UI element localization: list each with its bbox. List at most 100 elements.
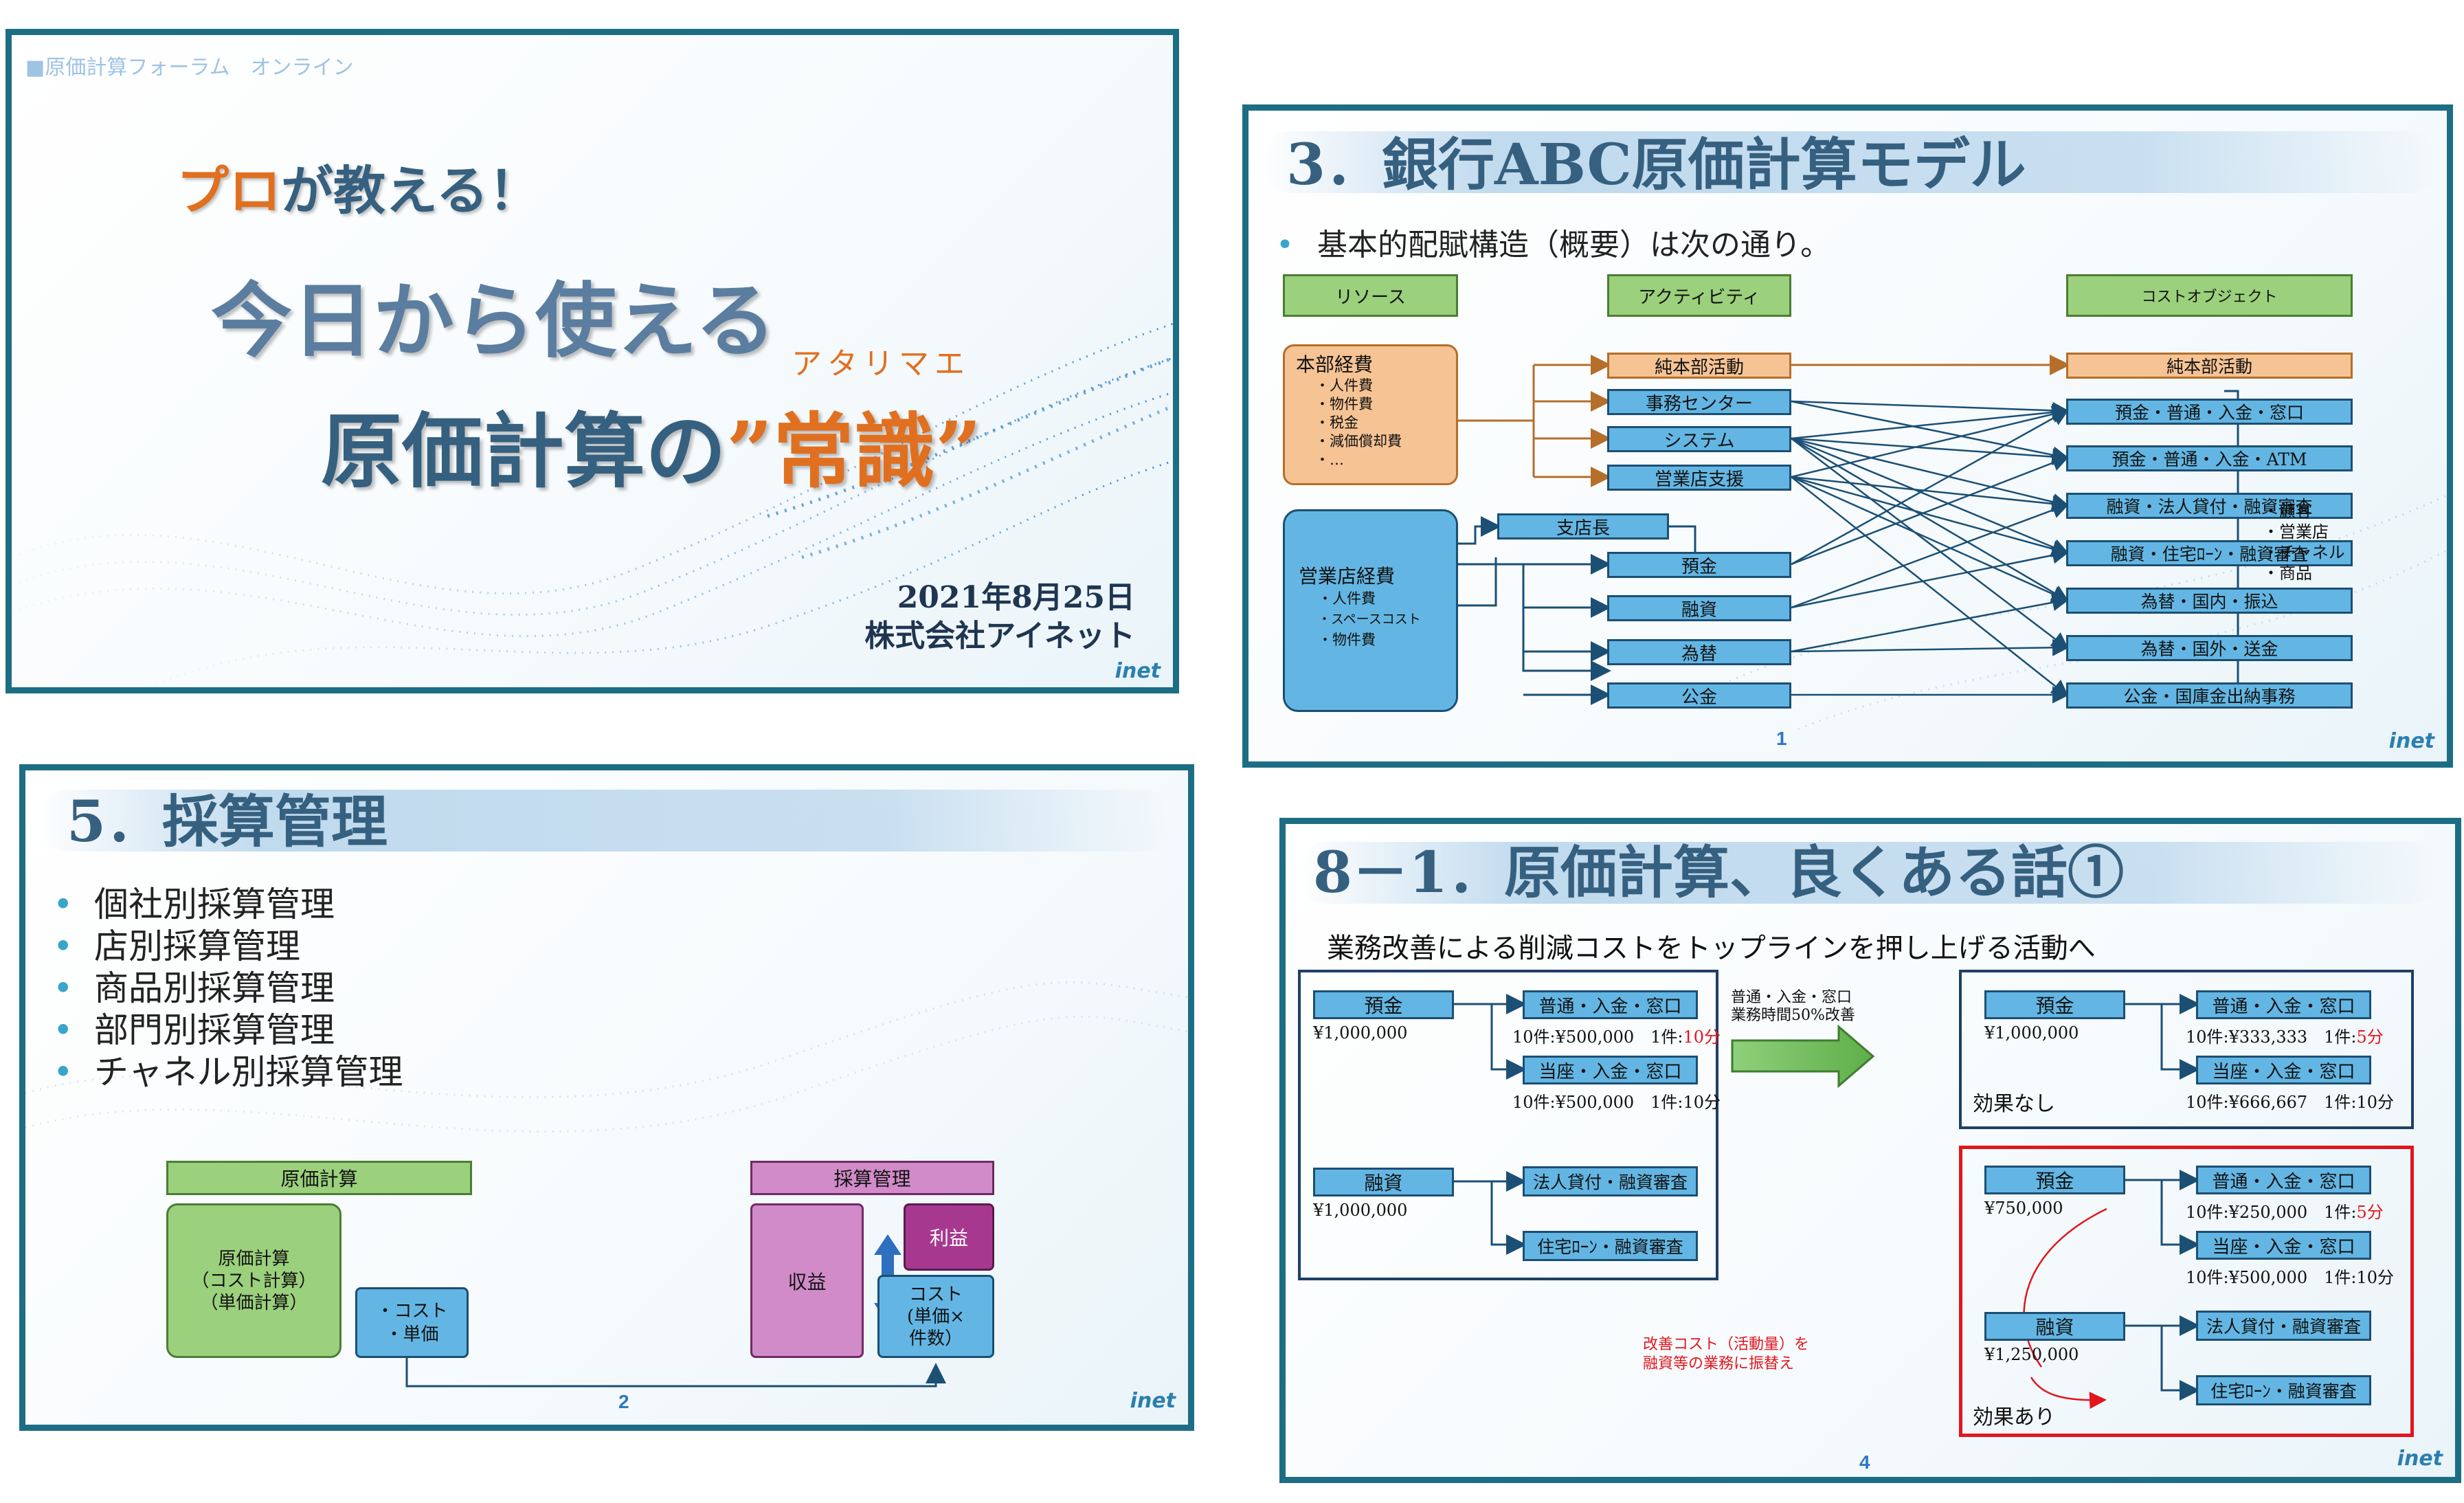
resource-hq-item: ・物件費	[1315, 396, 1373, 412]
current-window-note: 10件:¥666,667 1件:10分	[2186, 1093, 2395, 1112]
shift-note: 改善コスト（活動量）を 融資等の業務に振替え	[1643, 1335, 1809, 1374]
cost-calc-box: 原価計算 （コスト計算） （単価計算）	[166, 1203, 341, 1358]
cost-output-box: ・コスト ・単価	[355, 1287, 469, 1358]
activity-branch: 預金	[1607, 552, 1791, 578]
resource-hq-item: ・…	[1315, 452, 1344, 468]
bullet-item: チャネル別採算管理	[39, 1051, 403, 1093]
cost-object: 預金・普通・入金・窓口	[2066, 399, 2353, 425]
loan-amount: ¥1,250,000	[1984, 1345, 2079, 1364]
ordinary-note-text: 10件:¥333,333 1件:	[2186, 1027, 2357, 1047]
cost-object: 融資・法人貸付・融資審査	[2066, 493, 2353, 519]
activity-branch-head: 支店長	[1497, 513, 1669, 539]
cost-object: 公金・国庫金出納事務	[2066, 682, 2353, 709]
page-number: 4	[1859, 1451, 1870, 1473]
cost-object: 為替・国内・振込	[2066, 588, 2353, 614]
dimension-item: ・チャネル	[2263, 543, 2345, 562]
ordinary-time: 5分	[2356, 1027, 2384, 1047]
ordinary-window-box: 普通・入金・窓口	[1523, 990, 1698, 1019]
current-window-box: 当座・入金・窓口	[2196, 1056, 2371, 1084]
ordinary-window-note: 10件:¥333,333 1件:5分	[2186, 1023, 2384, 1047]
activity-hq: 営業店支援	[1607, 465, 1791, 491]
ordinary-note-text: 10件:¥500,000 1件:	[1512, 1027, 1683, 1047]
cost-calc-line: （コスト計算）	[191, 1270, 317, 1291]
bullet-item: 商品別採算管理	[39, 968, 403, 1010]
cost-object: 純本部活動	[2066, 353, 2353, 379]
header-resource: リソース	[1283, 274, 1458, 317]
current-window-note: 10件:¥500,000 1件:10分	[1512, 1093, 1721, 1112]
slide-common-story: 8－1．原価計算、良くある話① 業務改善による削減コストをトップラインを押し上げ…	[1279, 818, 2461, 1483]
improvement-label: 普通・入金・窓口 業務時間50%改善	[1731, 989, 1855, 1025]
resource-hq-item: ・人件費	[1315, 377, 1373, 394]
effect-label: 効果あり	[1973, 1405, 2055, 1429]
deposit-box: 預金	[1313, 990, 1454, 1019]
shift-note-line: 融資等の業務に振替え	[1643, 1355, 1795, 1372]
resource-hq-title: 本部経費	[1296, 353, 1374, 376]
resource-branch-box: 営業店経費 ・人件費 ・スペースコスト ・物件費	[1283, 509, 1458, 712]
headline-line2: 今日から使える	[211, 273, 776, 368]
slide-subtitle: 業務改善による削減コストをトップラインを押し上げる活動へ	[1327, 933, 2096, 964]
forum-header: ■原価計算フォーラム オンライン	[25, 56, 354, 80]
bullet-list: 基本的配賦構造（概要）は次の通り。	[1262, 224, 1830, 266]
title-band	[1299, 842, 2440, 904]
cost-object: 為替・国外・送金	[2066, 635, 2353, 661]
cost-calc-line: （単価計算）	[200, 1292, 308, 1313]
ordinary-window-box: 普通・入金・窓口	[2196, 1166, 2371, 1194]
event-date: 2021年8月25日	[897, 580, 1135, 615]
deposit-box: 預金	[1984, 1166, 2125, 1194]
bullet-item: 部門別採算管理	[39, 1010, 403, 1051]
improvement-line: 業務時間50%改善	[1731, 1007, 1855, 1024]
bullet-list: 個社別採算管理 店別採算管理 商品別採算管理 部門別採算管理 チャネル別採算管理	[39, 884, 403, 1093]
inet-logo: inet	[2388, 729, 2434, 753]
deposit-amount: ¥750,000	[1984, 1199, 2063, 1218]
corp-loan-box: 法人貸付・融資審査	[1523, 1166, 1698, 1196]
loan-amount: ¥1,000,000	[1313, 1201, 1408, 1220]
slide-abc-model: 3．銀行ABC原価計算モデル 基本的配賦構造（概要）は次の通り。	[1242, 104, 2453, 768]
loan-box: 融資	[1984, 1312, 2125, 1341]
activity-hq: 事務センター	[1607, 389, 1791, 415]
ordinary-time: 10分	[1683, 1027, 1721, 1047]
headline-line3: 原価計算の”常識”	[321, 386, 982, 503]
headline-genka: 原価計算の	[321, 403, 727, 499]
dimension-item: ・顧客	[2263, 502, 2312, 521]
revenue-box: 収益	[750, 1203, 864, 1358]
cost-box-line: 件数）	[908, 1328, 963, 1349]
bullet-item: 個社別採算管理	[39, 884, 403, 926]
resource-hq-item: ・減価償却費	[1315, 433, 1402, 449]
profit-mgmt-header: 採算管理	[750, 1161, 994, 1195]
deposit-box: 預金	[1984, 990, 2125, 1019]
cost-output-line: ・コスト	[376, 1300, 448, 1322]
slide-title: 5．採算管理	[67, 789, 388, 855]
resource-hq-box: 本部経費 ・人件費 ・物件費 ・税金 ・減価償却費 ・…	[1283, 344, 1458, 485]
cost-box: コスト (単価× 件数）	[877, 1275, 994, 1358]
headline-line1: プロが教える！	[177, 148, 541, 224]
current-window-box: 当座・入金・窓口	[1523, 1056, 1698, 1084]
slide-title: 3．銀行ABC原価計算モデル	[1286, 132, 2026, 198]
resource-hq-item: ・税金	[1315, 414, 1358, 431]
headline-joshiki: ”常識”	[726, 403, 982, 499]
cost-box-line: (単価×	[907, 1306, 965, 1327]
slide-title: ■原価計算フォーラム オンライン プロが教える！ 今日から使える アタリマエ 原…	[5, 29, 1179, 693]
resource-branch-item: ・物件費	[1318, 632, 1376, 648]
connector-arrows	[1454, 994, 2200, 1410]
ordinary-window-note: 10件:¥500,000 1件:10分	[1512, 1023, 1721, 1047]
headline-pro: プロ	[177, 160, 281, 221]
company-name: 株式会社アイネット	[864, 619, 1135, 654]
ordinary-window-note: 10件:¥250,000 1件:5分	[2186, 1199, 2384, 1223]
improvement-line: 普通・入金・窓口	[1731, 989, 1852, 1006]
shift-note-line: 改善コスト（活動量）を	[1643, 1336, 1810, 1353]
header-cost-object: コストオブジェクト	[2066, 274, 2353, 317]
title-band	[1262, 131, 2437, 193]
activity-branch: 融資	[1607, 595, 1791, 621]
current-window-note: 10件:¥500,000 1件:10分	[2186, 1268, 2395, 1287]
header-activity: アクティビティ	[1607, 274, 1791, 317]
page-number: 1	[1776, 728, 1787, 749]
bullet-item: 基本的配賦構造（概要）は次の通り。	[1262, 224, 1830, 266]
slide-title: 8－1．原価計算、良くある話①	[1313, 840, 2125, 906]
home-loan-box: 住宅ﾛｰﾝ・融資審査	[2196, 1375, 2371, 1405]
cost-object: 預金・普通・入金・ATM	[2066, 445, 2353, 471]
inet-logo: inet	[1115, 659, 1161, 683]
dimension-item: ・営業店	[2263, 522, 2329, 542]
deposit-amount: ¥1,000,000	[1313, 1023, 1408, 1043]
resource-branch-item: ・人件費	[1318, 590, 1376, 607]
activity-hq: システム	[1607, 426, 1791, 452]
